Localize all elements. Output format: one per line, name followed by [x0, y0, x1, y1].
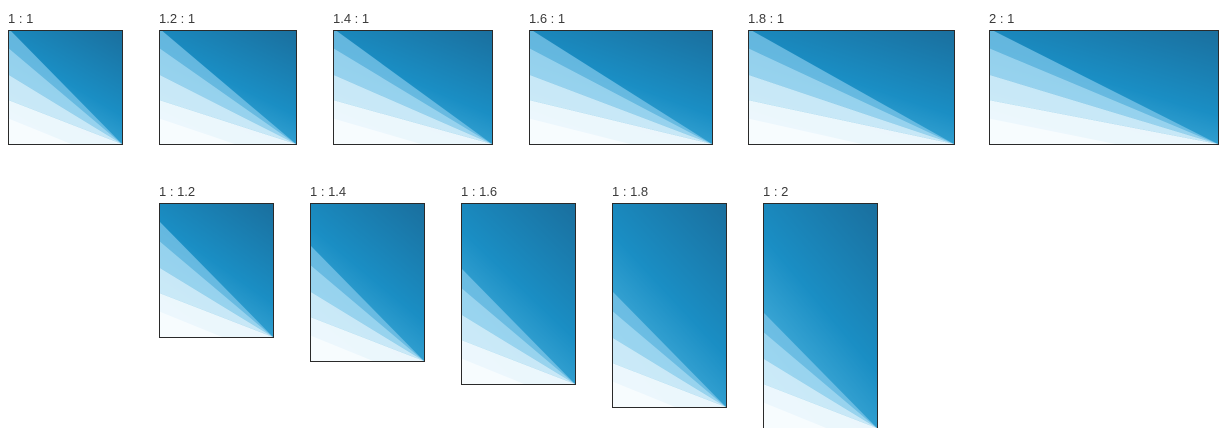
gradient-preview [159, 203, 274, 338]
gradient-preview [529, 30, 713, 145]
ratio-label: 1 : 1.6 [461, 184, 498, 199]
ratio-label: 1 : 1.4 [310, 184, 347, 199]
gradient-preview [159, 30, 297, 145]
ratio-label: 1.4 : 1 [333, 11, 370, 26]
ratio-label: 1 : 2 [763, 184, 789, 199]
ratio-label: 1 : 1 [8, 11, 34, 26]
gradient-preview [333, 30, 493, 145]
ratio-label: 1 : 1.2 [159, 184, 196, 199]
ratio-label: 2 : 1 [989, 11, 1015, 26]
gradient-preview [8, 30, 123, 145]
gradient-preview [748, 30, 955, 145]
ratio-label: 1.8 : 1 [748, 11, 785, 26]
gradient-preview [461, 203, 576, 385]
gradient-preview [763, 203, 878, 428]
ratio-label: 1 : 1.8 [612, 184, 649, 199]
gradient-preview [612, 203, 727, 408]
gradient-preview [989, 30, 1219, 145]
ratio-label: 1.2 : 1 [159, 11, 196, 26]
ratio-label: 1.6 : 1 [529, 11, 566, 26]
gradient-preview [310, 203, 425, 362]
